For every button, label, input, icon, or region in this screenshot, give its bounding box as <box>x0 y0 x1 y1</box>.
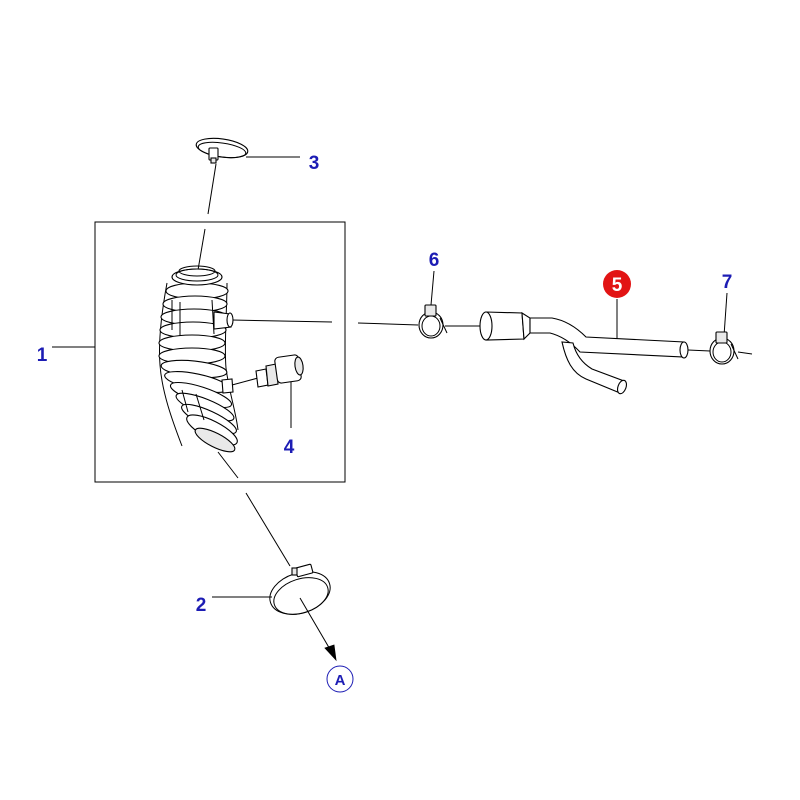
clamp3-screw-head <box>210 157 217 164</box>
pipe-connector-taper <box>521 311 531 341</box>
hose-sensor-port <box>221 378 234 394</box>
clamp3-band-inner <box>197 141 247 159</box>
clamp6-band-tail <box>439 317 448 334</box>
hose-top-spring <box>178 265 216 277</box>
part-2-clamp[interactable] <box>264 563 335 622</box>
clamp7-screw <box>715 331 728 344</box>
clamp7-out-line <box>737 351 753 355</box>
part-7-clamp[interactable] <box>709 331 739 365</box>
callout-2[interactable]: 2 <box>196 595 207 616</box>
clamp6-screw <box>424 304 437 317</box>
hose-to-clamp6-line-outer <box>357 322 419 326</box>
hose-top-spring <box>175 268 219 282</box>
leader-line-7 <box>723 292 728 337</box>
part-1-air-hose[interactable] <box>158 265 241 456</box>
callout-1[interactable]: 1 <box>37 345 48 366</box>
leader-line-6 <box>430 270 435 306</box>
clamp3-to-hose-line <box>207 163 217 215</box>
reference-a[interactable]: A <box>335 672 346 689</box>
arrowhead-to-a <box>324 644 337 662</box>
callout-6[interactable]: 6 <box>429 250 440 271</box>
callout-5[interactable]: 5 <box>612 275 623 296</box>
part-5-vent-pipe[interactable] <box>479 311 689 395</box>
clamp2-band-inner <box>273 577 329 615</box>
clamp2-screw <box>294 563 314 578</box>
callouts: 1 2 3 4 6 7 5 A <box>37 153 733 693</box>
clamp2-screw-head <box>291 567 298 576</box>
clamp3-to-hose-line-inner <box>197 228 206 271</box>
hose-to-clamp6-line <box>231 319 333 323</box>
leader-lines <box>52 156 753 662</box>
pipe-main-body <box>529 317 685 358</box>
sensor-hex <box>265 363 279 387</box>
hose-left-edge <box>158 282 183 447</box>
reference-a-circle[interactable] <box>326 665 354 693</box>
hose-bottom-opening <box>194 427 236 453</box>
hose-to-clamp2-line-outer <box>245 492 291 567</box>
pipe-branch-end <box>616 379 628 395</box>
part-4-sensor[interactable] <box>231 354 304 388</box>
callout-5-highlight-circle[interactable] <box>603 270 631 298</box>
sensor-connector <box>294 356 304 376</box>
part-3-clamp[interactable] <box>195 135 249 164</box>
clamp2-to-a-line <box>299 597 332 652</box>
callout-7[interactable]: 7 <box>722 272 733 293</box>
hose-to-clamp2-line-inner <box>217 451 239 479</box>
hose-side-nipple-end <box>226 312 234 328</box>
clamp7-band-tail <box>730 343 739 360</box>
assembly-box <box>94 221 346 483</box>
sensor-stem <box>231 377 259 386</box>
pipe-to-clamp7-line <box>687 349 711 352</box>
callout-3[interactable]: 3 <box>309 153 320 174</box>
hose-rib-detail <box>171 299 215 421</box>
callout-4[interactable]: 4 <box>284 437 295 458</box>
part-6-clamp[interactable] <box>418 304 448 339</box>
pipe-connector-end <box>479 311 493 341</box>
pipe-main-end <box>679 341 689 359</box>
